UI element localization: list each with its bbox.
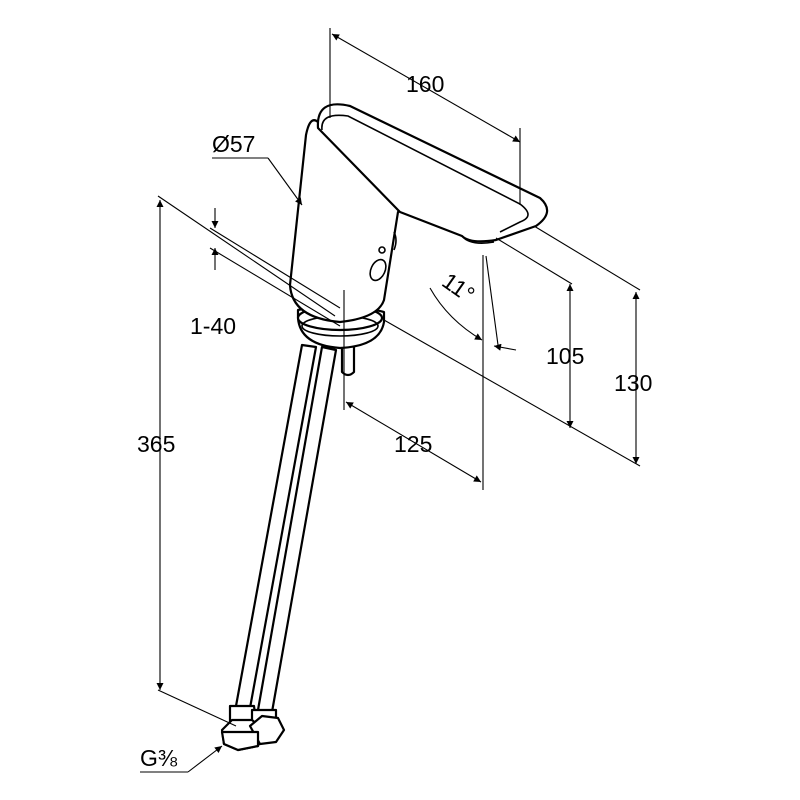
label-diameter: Ø57 <box>212 131 255 157</box>
label-130: 130 <box>614 370 652 396</box>
dim-thread <box>140 745 223 773</box>
label-angle: 11° <box>438 267 480 307</box>
faucet-body <box>288 103 549 324</box>
dim-diameter <box>212 157 303 206</box>
dim-hose-length <box>156 195 336 727</box>
dim-outlet-height <box>383 237 641 467</box>
dim-outlet-angle <box>429 255 517 351</box>
label-105: 105 <box>546 343 584 369</box>
label-365: 365 <box>137 431 175 457</box>
dim-clamping-range <box>209 208 341 327</box>
hose-nuts <box>220 704 286 752</box>
label-160: 160 <box>406 71 444 97</box>
dim-spout-length <box>329 28 521 205</box>
label-1-40: 1-40 <box>190 313 236 339</box>
label-125: 125 <box>394 431 432 457</box>
dim-projection <box>345 401 482 483</box>
supply-hoses <box>234 343 356 714</box>
dim-total-height <box>533 225 641 464</box>
label-thread: G⅜ <box>140 745 178 771</box>
